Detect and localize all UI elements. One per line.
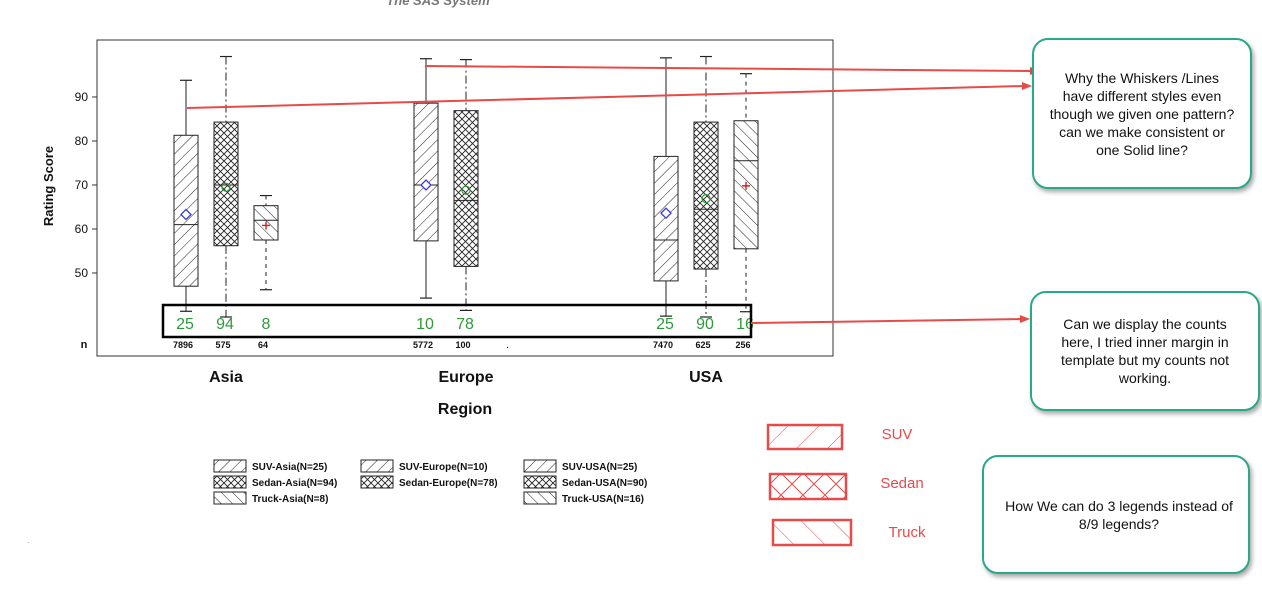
mean-marker [701, 194, 711, 204]
sketch-swatch-suv [766, 423, 844, 451]
legend-swatch [523, 459, 557, 473]
box-body [213, 121, 239, 247]
callout-whiskers: Why the Whiskers /Lines have different s… [1032, 38, 1252, 189]
legend-swatch [213, 475, 247, 489]
count-label: 25 [176, 316, 194, 333]
box-sedan-europe [453, 58, 479, 311]
y-tick-label: 60 [75, 222, 89, 236]
legend-swatch [523, 475, 557, 489]
y-tick-label: 90 [75, 90, 89, 104]
counts-row: 25 7896 94 575 8 64 10 5772 78 100 25 7470 90 625 16 25… [173, 316, 754, 350]
category-label: Europe [438, 369, 493, 386]
callout-counts-text: Can we display the counts here, I tried … [1060, 316, 1230, 386]
callout-counts: Can we display the counts here, I tried … [1030, 291, 1260, 411]
box-suv-europe [413, 58, 439, 299]
n-label: 625 [695, 340, 710, 350]
n-label: 5772 [413, 340, 433, 350]
box-body [413, 102, 439, 242]
y-axis: 50 60 70 80 90 [75, 90, 97, 280]
count-label: 25 [656, 316, 674, 333]
legend-swatch [360, 459, 394, 473]
counts-highlight-box [161, 303, 753, 339]
y-tick-label: 50 [75, 266, 89, 280]
box-suv-usa [653, 57, 679, 317]
stray-mark: . [28, 539, 30, 545]
sketch-swatch-truck [771, 518, 853, 547]
callout-whiskers-text: Why the Whiskers /Lines have different s… [1049, 69, 1235, 158]
count-label: 16 [736, 316, 754, 333]
mean-marker [461, 185, 471, 195]
box-truck-usa [733, 73, 759, 313]
y-tick-label: 80 [75, 134, 89, 148]
legend-entry: Sedan-Europe(N=78) [399, 478, 498, 489]
legend-entry: SUV-Europe(N=10) [399, 462, 488, 473]
count-label: 10 [416, 316, 434, 333]
count-label: 8 [262, 316, 271, 333]
legend-swatch [213, 491, 247, 505]
legend-entry: SUV-USA(N=25) [562, 462, 637, 473]
count-label: 78 [456, 316, 474, 333]
annotation-arrows [186, 65, 1040, 324]
sketch-label-truck: Truck [889, 524, 926, 541]
stray-dot: . [506, 339, 509, 351]
y-axis-label: Rating Score [41, 146, 56, 226]
box-body [733, 120, 759, 250]
y-tick-label: 70 [75, 178, 89, 192]
box-plot-series [173, 55, 759, 318]
page-title: The SAS System [386, 0, 490, 8]
mean-marker [262, 221, 270, 230]
legend-entry: Sedan-Asia(N=94) [252, 478, 337, 489]
n-label: 575 [215, 340, 230, 350]
category-label: USA [689, 369, 723, 386]
legend-entry: Truck-USA(N=16) [562, 494, 644, 505]
n-label: 100 [455, 340, 470, 350]
box-body [453, 110, 479, 267]
box-body [693, 121, 719, 270]
count-label: 90 [696, 316, 714, 333]
x-axis-categories: Asia Europe USA [209, 369, 723, 386]
mean-marker [221, 182, 231, 192]
box-suv-asia [173, 79, 199, 312]
sketch-label-suv: SUV [882, 426, 913, 443]
mean-marker [420, 179, 432, 191]
mean-marker [742, 181, 750, 190]
mean-marker [660, 207, 672, 220]
n-label: 64 [258, 340, 268, 350]
mean-marker [180, 208, 192, 221]
arrowhead-2 [1022, 82, 1032, 90]
arrowhead-3 [1020, 315, 1030, 323]
arrow-counts [750, 318, 1023, 324]
callout-legends: How We can do 3 legends instead of 8/9 l… [982, 455, 1250, 574]
count-label: 94 [216, 316, 234, 333]
n-label: 7896 [173, 340, 193, 350]
legend-swatch [213, 459, 247, 473]
n-label: 256 [735, 340, 750, 350]
box-sedan-usa [693, 55, 719, 318]
legend: SUV-Asia(N=25) Sedan-Asia(N=94) Truck-Asia… [213, 459, 647, 505]
arrow-whisker-2 [186, 85, 1025, 109]
sketch-swatch-sedan [768, 472, 848, 501]
n-axis-label: n [81, 339, 88, 351]
legend-swatch [523, 491, 557, 505]
legend-entry: Sedan-USA(N=90) [562, 478, 647, 489]
legend-entry: SUV-Asia(N=25) [252, 462, 327, 473]
legend-entry: Truck-Asia(N=8) [252, 494, 328, 505]
x-axis-label: Region [438, 401, 492, 418]
legend-swatch [360, 475, 394, 489]
category-label: Asia [209, 369, 243, 386]
sketch-label-sedan: Sedan [880, 475, 923, 492]
plot-frame [96, 39, 834, 357]
callout-legends-text: How We can do 3 legends instead of 8/9 l… [1005, 497, 1233, 532]
box-sedan-asia [213, 55, 239, 318]
arrow-whisker-1 [424, 65, 1033, 72]
n-label: 7470 [653, 340, 673, 350]
box-truck-asia [253, 194, 279, 291]
